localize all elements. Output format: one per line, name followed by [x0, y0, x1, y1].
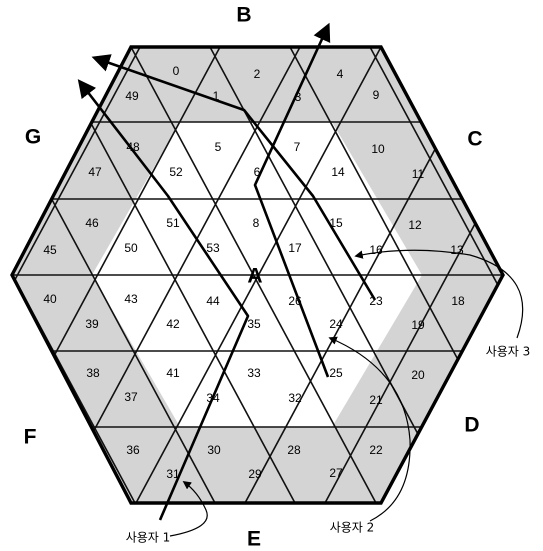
- cell-40: 40: [43, 292, 57, 306]
- cell-45: 45: [43, 243, 57, 257]
- cell-2: 2: [254, 67, 261, 81]
- cell-0: 0: [173, 64, 180, 78]
- user-1-callout: [169, 481, 208, 537]
- user-3-label: 사용자 3: [486, 345, 531, 359]
- user-3-callout: [354, 249, 524, 339]
- edge-label-d: D: [464, 414, 479, 437]
- user-1-path: [77, 79, 250, 521]
- cell-51: 51: [166, 216, 180, 230]
- cell-3: 3: [295, 90, 302, 104]
- cell-5: 5: [215, 140, 222, 154]
- cell-42: 42: [166, 317, 180, 331]
- cell-39: 39: [85, 317, 99, 331]
- cell-19: 19: [411, 318, 425, 332]
- cell-20: 20: [411, 368, 425, 382]
- cell-30: 30: [207, 443, 221, 457]
- user-labels: 사용자 1 사용자 2 사용자 3: [126, 345, 531, 545]
- cell-8: 8: [253, 216, 260, 230]
- cell-35: 35: [247, 317, 261, 331]
- cell-25: 25: [329, 366, 343, 380]
- cell-14: 14: [331, 165, 345, 179]
- cell-37: 37: [124, 390, 138, 404]
- cell-53: 53: [206, 241, 220, 255]
- cell-4: 4: [337, 67, 344, 81]
- cell-31: 31: [166, 467, 180, 481]
- cell-28: 28: [287, 443, 301, 457]
- edge-label-g: G: [25, 126, 41, 149]
- center-label-a: A: [247, 265, 262, 288]
- cell-33: 33: [247, 366, 261, 380]
- cell-9: 9: [373, 88, 380, 102]
- cell-44: 44: [206, 294, 220, 308]
- cell-7: 7: [294, 140, 301, 154]
- cell-36: 36: [126, 443, 140, 457]
- cell-13: 13: [450, 243, 464, 257]
- edge-label-f: F: [24, 426, 37, 449]
- user-3-path: [91, 54, 377, 301]
- cell-48: 48: [126, 140, 140, 154]
- edge-label-c: C: [467, 128, 482, 151]
- user-1-label: 사용자 1: [126, 531, 171, 545]
- cell-10: 10: [371, 142, 385, 156]
- cell-43: 43: [124, 292, 138, 306]
- cell-22: 22: [369, 443, 383, 457]
- cell-41: 41: [166, 366, 180, 380]
- cell-24: 24: [329, 317, 343, 331]
- user-2-callout: [328, 336, 411, 522]
- cell-27: 27: [329, 466, 343, 480]
- user-paths: [77, 22, 377, 521]
- cell-52: 52: [169, 165, 183, 179]
- cell-46: 46: [85, 216, 99, 230]
- cell-49: 49: [125, 89, 139, 103]
- cell-38: 38: [86, 366, 100, 380]
- cell-50: 50: [124, 241, 138, 255]
- edge-labels: B C D E F G A: [24, 4, 483, 551]
- cell-21: 21: [369, 393, 383, 407]
- cell-18: 18: [451, 294, 465, 308]
- edge-label-e: E: [247, 528, 261, 551]
- cell-32: 32: [288, 391, 302, 405]
- hexagon-border: [10, 45, 505, 505]
- cell-6: 6: [254, 165, 261, 179]
- cell-11: 11: [412, 167, 425, 181]
- edge-label-b: B: [236, 4, 251, 27]
- cell-1: 1: [213, 89, 220, 103]
- cell-16: 16: [369, 243, 383, 257]
- cell-47: 47: [88, 165, 102, 179]
- cell-17: 17: [288, 241, 302, 255]
- cell-29: 29: [248, 467, 262, 481]
- user-2-label: 사용자 2: [330, 521, 375, 535]
- callouts: [169, 249, 524, 537]
- cell-12: 12: [408, 218, 422, 232]
- user-2-path: [253, 22, 331, 378]
